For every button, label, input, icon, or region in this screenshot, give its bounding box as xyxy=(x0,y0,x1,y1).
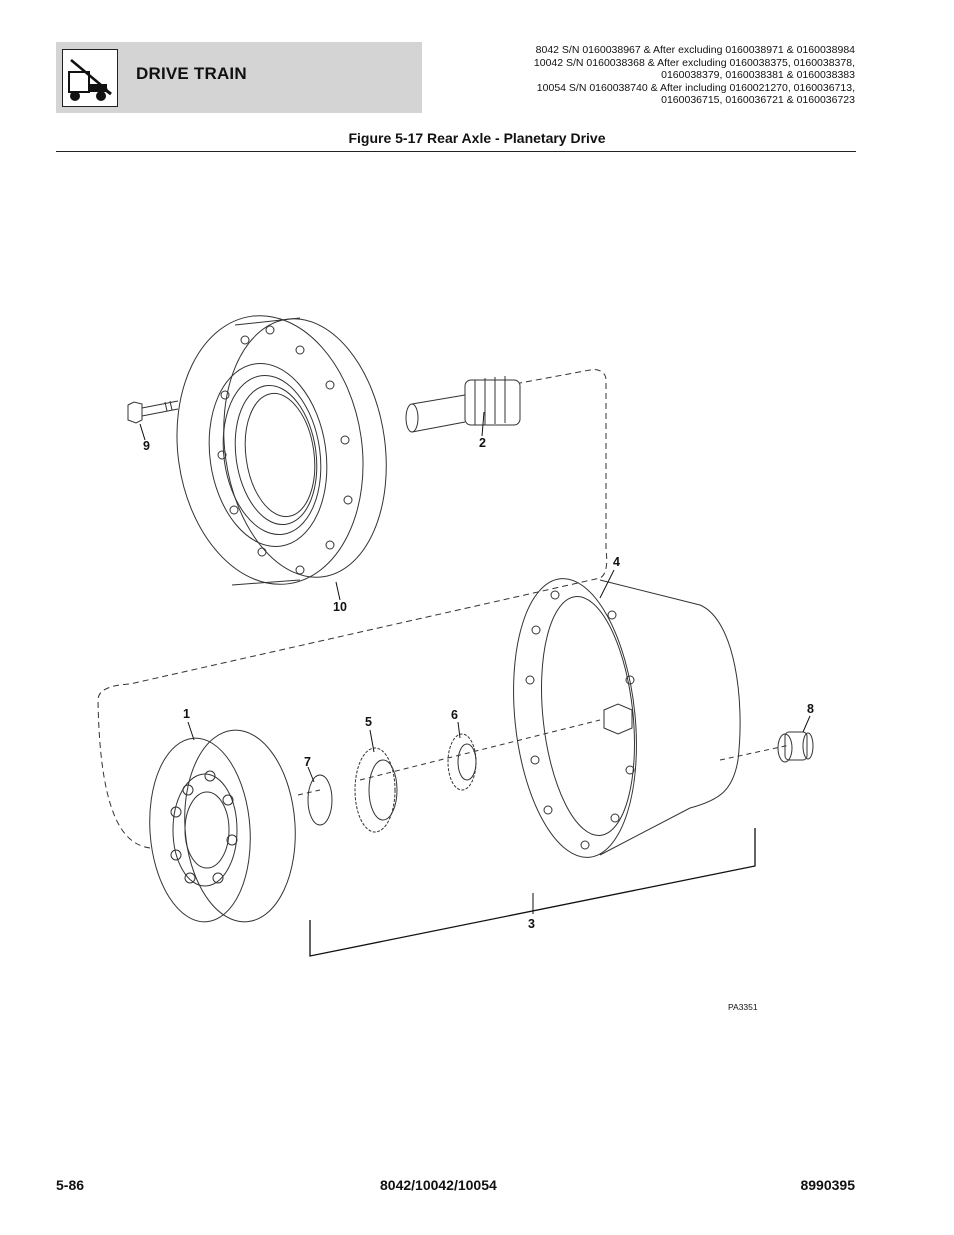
serial-line: 10054 S/N 0160038740 & After including 0… xyxy=(536,81,855,94)
callout-2: 2 xyxy=(479,436,486,450)
assembly-outline xyxy=(97,369,608,849)
serial-number-block: 8042 S/N 0160038967 & After excluding 01… xyxy=(435,44,855,107)
part-8-plug xyxy=(777,731,814,763)
serial-line: 0160038379, 0160038381 & 0160038383 xyxy=(661,69,855,82)
callout-10: 10 xyxy=(333,600,347,614)
callout-5: 5 xyxy=(365,715,372,729)
part-4-housing xyxy=(513,578,741,858)
document-number: 8990395 xyxy=(800,1177,855,1193)
part-5-gear xyxy=(354,747,398,833)
callout-1: 1 xyxy=(183,707,190,721)
callout-9: 9 xyxy=(143,439,150,453)
part-1-carrier xyxy=(149,729,296,923)
figure-title: Figure 5-17 Rear Axle - Planetary Drive xyxy=(348,130,606,146)
section-title: DRIVE TRAIN xyxy=(136,64,247,83)
part-7-snap-ring xyxy=(307,774,333,826)
part-10-hub-flange xyxy=(176,315,387,586)
serial-line: 10042 S/N 0160038368 & After excluding 0… xyxy=(533,56,855,69)
part-3-bracket xyxy=(309,828,756,957)
model-numbers: 8042/10042/10054 xyxy=(380,1177,497,1193)
callout-4: 4 xyxy=(613,555,620,569)
callout-3: 3 xyxy=(528,917,535,931)
telehandler-logo-icon xyxy=(62,49,118,107)
part-9-bolt xyxy=(127,400,179,424)
callout-7: 7 xyxy=(304,755,311,769)
page-number: 5-86 xyxy=(56,1177,85,1193)
figure-reference-code: PA3351 xyxy=(728,1002,758,1012)
callout-8: 8 xyxy=(807,702,814,716)
callout-6: 6 xyxy=(451,708,458,722)
part-6-bearing xyxy=(447,733,477,791)
part-2-shaft xyxy=(405,376,521,433)
serial-line: 0160036715, 0160036721 & 0160036723 xyxy=(661,94,855,107)
header-divider xyxy=(56,151,856,152)
serial-line: 8042 S/N 0160038967 & After excluding 01… xyxy=(535,44,855,56)
